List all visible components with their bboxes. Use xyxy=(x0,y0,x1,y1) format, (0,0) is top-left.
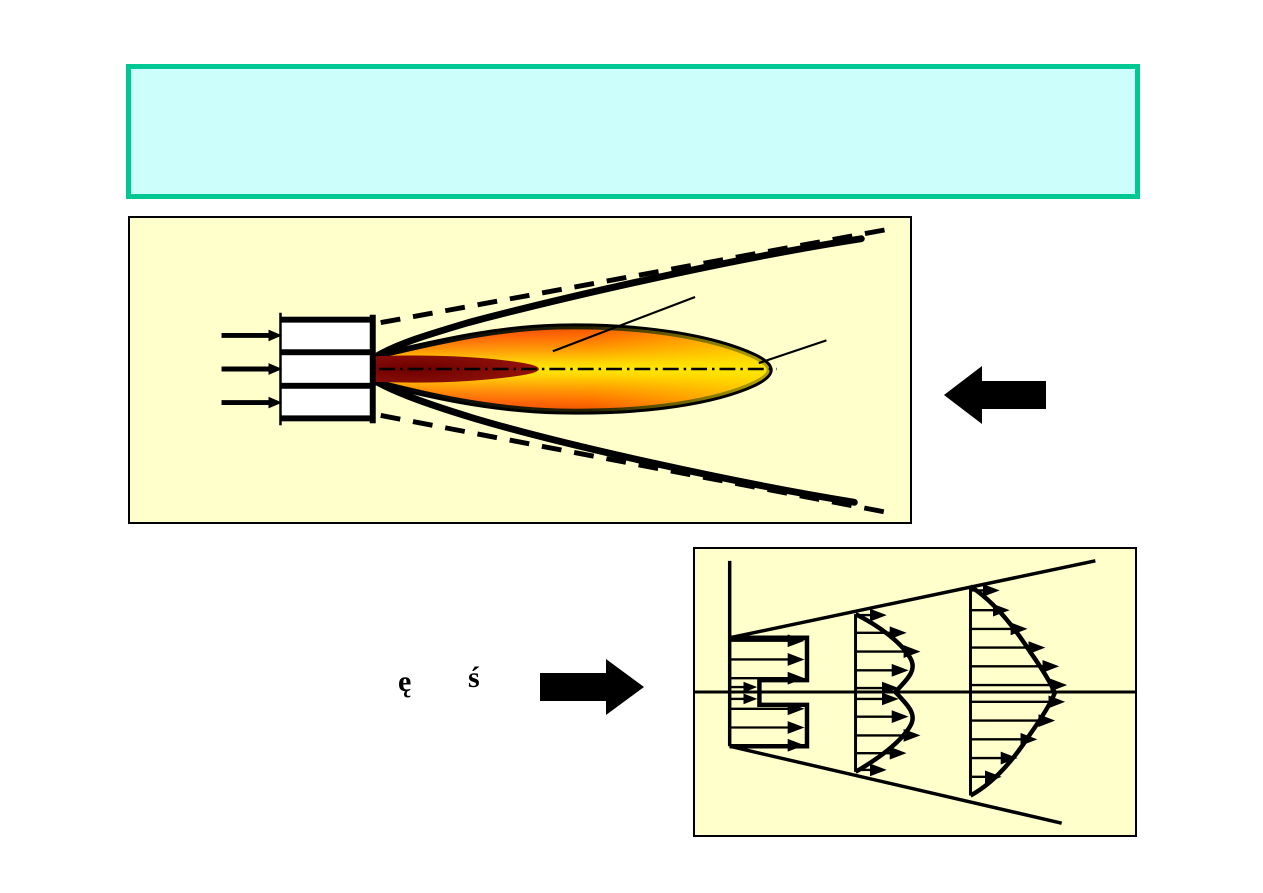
title-banner xyxy=(126,64,1140,199)
top-hat-profile xyxy=(729,634,810,752)
arrow-left-icon xyxy=(944,366,1046,424)
jet-boundary-solid-upper xyxy=(373,235,865,360)
stray-glyph-e-ogonek: ę xyxy=(398,665,412,698)
leader-line-tip xyxy=(758,339,827,365)
velocity-profile-svg xyxy=(695,559,1135,825)
stray-glyph-s-acute: ś xyxy=(468,661,480,694)
leader-line-upper xyxy=(552,295,696,353)
burner-nozzle xyxy=(279,312,376,426)
title-text xyxy=(131,69,1135,194)
arrow-right-icon xyxy=(540,659,644,715)
flame-diagram-panel xyxy=(128,216,912,524)
fully-developed-profile xyxy=(969,584,1068,798)
velocity-profile-panel xyxy=(693,547,1137,837)
jet-spread-lower xyxy=(729,744,1063,825)
transitional-profile xyxy=(854,608,921,777)
jet-spread-upper xyxy=(729,559,1096,640)
jet-boundary-solid-lower xyxy=(373,378,858,506)
flame-diagram-svg xyxy=(221,225,897,517)
inlet-arrow-group xyxy=(221,329,283,409)
jet-boundary-dashed-upper xyxy=(380,225,897,326)
